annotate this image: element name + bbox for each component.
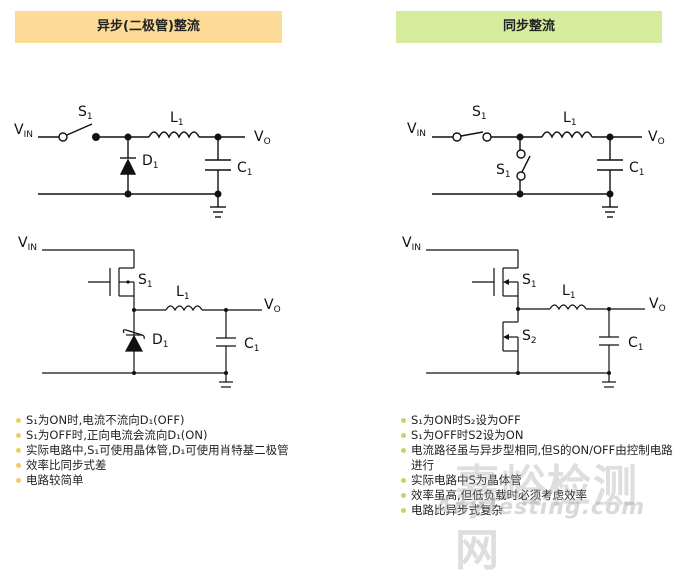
list-item: 实际电路中,S₁可使用晶体管,D₁可使用肖特基二极管 bbox=[16, 443, 291, 458]
c1-label: C1 bbox=[237, 160, 253, 178]
ground-icon bbox=[210, 194, 226, 218]
sync-switch-schematic: VIN S1 L1 VO S1 C1 bbox=[407, 104, 665, 218]
vin-label: VIN bbox=[402, 235, 421, 253]
mosfet-s2 bbox=[502, 321, 519, 352]
list-item: 电路较简单 bbox=[16, 473, 291, 488]
switch-s1-blade bbox=[460, 131, 484, 137]
sync-mosfet-schematic: VIN S1 L1 VO S2 bbox=[402, 235, 666, 388]
s1-label: S1 bbox=[522, 272, 537, 290]
c1-label: C1 bbox=[244, 336, 260, 354]
inductor-l1 bbox=[165, 305, 203, 312]
list-item: S₁为ON时,电流不流向D₁(OFF) bbox=[16, 413, 291, 428]
switch-s1-blade bbox=[66, 123, 93, 136]
vin-label: VIN bbox=[407, 121, 426, 139]
switch-contact bbox=[516, 149, 526, 159]
watermark-en: AnyTesting.com bbox=[435, 495, 646, 520]
list-item: S₁为OFF时,正向电流会流向D₁(ON) bbox=[16, 428, 291, 443]
junction-dot bbox=[124, 190, 132, 198]
junction-dot bbox=[516, 190, 524, 198]
diode-d1 bbox=[119, 158, 137, 175]
s1-label: S1 bbox=[78, 104, 93, 122]
vin-label: VIN bbox=[14, 122, 33, 140]
list-item: 实际电路中S为晶体管 bbox=[401, 473, 676, 488]
junction-dot bbox=[132, 371, 136, 375]
schottky-bar bbox=[122, 329, 145, 340]
c1-label: C1 bbox=[628, 335, 644, 353]
list-item: 电流路径虽与异步型相同,但S的ON/OFF由控制电路进行 bbox=[401, 443, 676, 473]
list-item: 效率虽高,但低负载时必须考虑效率 bbox=[401, 488, 676, 503]
inductor-l1 bbox=[148, 131, 200, 139]
inductor-l1 bbox=[549, 304, 587, 311]
s1-label: S1 bbox=[138, 272, 153, 290]
list-item: 效率比同步式差 bbox=[16, 458, 291, 473]
junction-dot bbox=[516, 371, 520, 375]
switch-contact bbox=[516, 171, 526, 181]
list-item: 电路比异步式复杂 bbox=[401, 503, 676, 518]
diode-d1 bbox=[125, 334, 143, 352]
s1-label: S1 bbox=[472, 104, 487, 122]
s2-label: S2 bbox=[522, 328, 537, 346]
mosfet-s1 bbox=[88, 267, 135, 297]
list-item: S₁为ON时S₂设为OFF bbox=[401, 413, 676, 428]
switch-contact bbox=[452, 132, 462, 142]
sync-rectification-header: 同步整流 bbox=[396, 11, 662, 43]
inductor-l1 bbox=[541, 131, 593, 139]
l1-label: L1 bbox=[176, 284, 190, 302]
d1-label: D1 bbox=[152, 332, 169, 350]
switch-blade bbox=[521, 155, 531, 173]
ground-icon bbox=[219, 373, 233, 388]
ground-icon bbox=[602, 373, 616, 388]
vo-label: VO bbox=[254, 129, 271, 147]
s1-shunt-label: S1 bbox=[496, 162, 511, 180]
vo-label: VO bbox=[264, 297, 281, 315]
circuit-diagrams: VIN S1 L1 VO D1 C1 bbox=[14, 104, 666, 388]
async-switch-schematic: VIN S1 L1 VO D1 C1 bbox=[14, 104, 271, 218]
async-notes-list: S₁为ON时,电流不流向D₁(OFF) S₁为OFF时,正向电流会流向D₁(ON… bbox=[16, 413, 291, 488]
ground-icon bbox=[602, 194, 618, 218]
list-item: S₁为OFF时S2设为ON bbox=[401, 428, 676, 443]
switch-contact bbox=[482, 132, 492, 142]
l1-label: L1 bbox=[562, 283, 576, 301]
switch-contact bbox=[58, 132, 68, 142]
sync-notes-list: S₁为ON时S₂设为OFF S₁为OFF时S2设为ON 电流路径虽与异步型相同,… bbox=[401, 413, 676, 518]
c1-label: C1 bbox=[629, 160, 645, 178]
mosfet-s1 bbox=[472, 267, 519, 297]
l1-label: L1 bbox=[563, 110, 577, 128]
vin-label: VIN bbox=[18, 235, 37, 253]
async-mosfet-schematic: VIN S1 L1 VO D1 C1 bbox=[18, 235, 281, 388]
async-rectification-header: 异步(二极管)整流 bbox=[15, 11, 282, 43]
d1-label: D1 bbox=[142, 153, 159, 171]
vo-label: VO bbox=[649, 296, 666, 314]
l1-label: L1 bbox=[170, 110, 184, 128]
vo-label: VO bbox=[648, 129, 665, 147]
